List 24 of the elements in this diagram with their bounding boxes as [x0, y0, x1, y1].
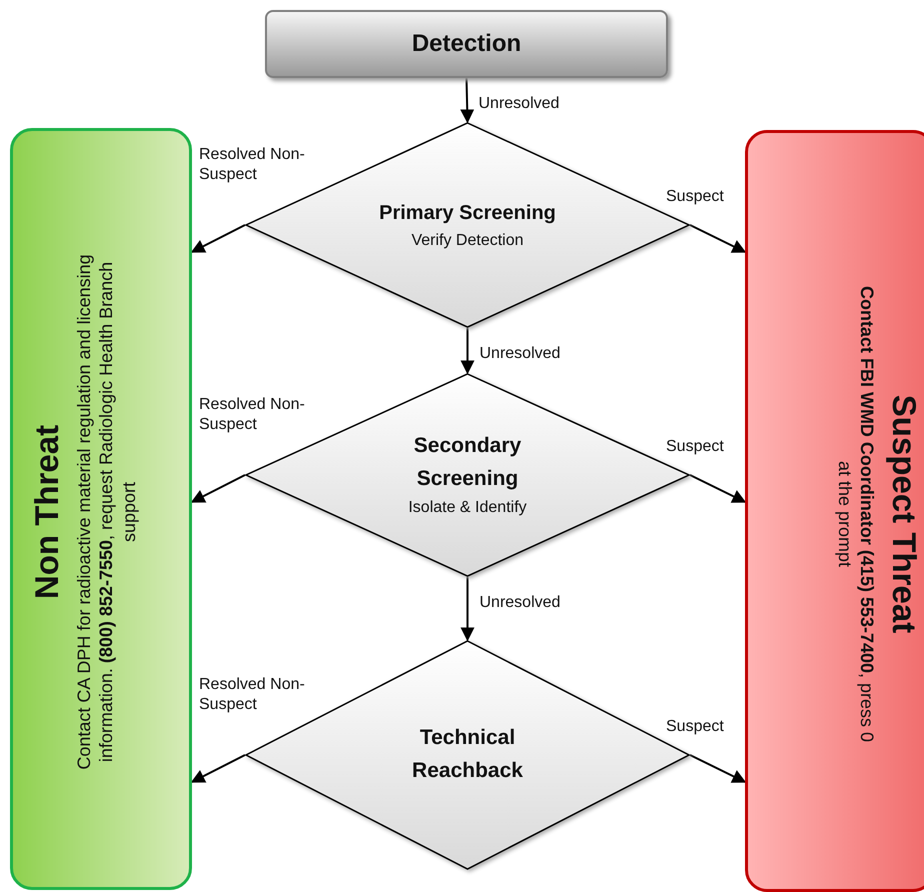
arrow — [190, 224, 246, 253]
process-box — [265, 10, 668, 78]
diamond-title: Technical Reachback — [411, 725, 524, 784]
edge-label: Suspect — [666, 717, 724, 737]
diamond-title: Secondary Screening — [412, 433, 522, 492]
arrow — [190, 754, 246, 783]
edge-label: Suspect — [666, 437, 724, 457]
arrow — [460, 328, 474, 374]
contact-text: Contact FBI WMD Coordinator (415) 553-7400, press 0 at the prompt — [834, 284, 878, 744]
arrow — [190, 474, 246, 503]
panel-title: Non Threat — [27, 424, 66, 600]
arrow — [690, 224, 746, 253]
panel-title: Suspect Threat — [885, 394, 924, 634]
arrow — [690, 474, 746, 503]
arrow — [460, 78, 474, 124]
outcome-panel — [10, 128, 192, 890]
diamond-subtitle: Isolate & Identify — [408, 498, 527, 518]
diamond-title: Primary Screening — [379, 200, 556, 226]
arrow — [460, 577, 474, 642]
edge-label: Suspect — [666, 187, 724, 207]
box-label: Detection — [412, 30, 522, 58]
outcome-panel — [745, 130, 924, 892]
diamond-subtitle: Verify Detection — [411, 230, 524, 250]
arrow — [690, 754, 746, 783]
